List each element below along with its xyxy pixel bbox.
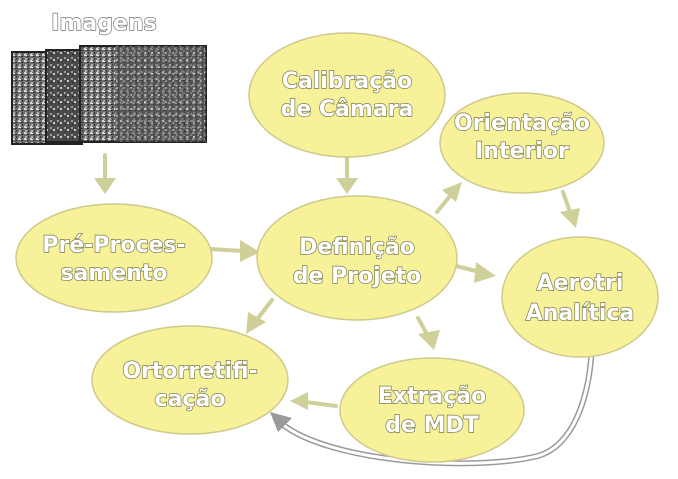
node-preprocessing-line1: Pré-Proces- <box>42 233 185 258</box>
images-stack <box>11 45 207 145</box>
arrow-extraction-to-orthorectification <box>290 392 338 410</box>
node-preprocessing-line2: samento <box>60 261 167 286</box>
node-aerotri-line1: Aerotri <box>537 271 624 296</box>
arrow-preprocess-to-definition <box>208 240 260 262</box>
node-calibration-line2: de Câmara <box>281 97 414 122</box>
arrow-images-to-preprocess <box>94 153 116 194</box>
arrow-definition-to-extraction <box>416 316 440 350</box>
arrow-definition-to-aerotri <box>454 262 496 283</box>
node-definition-line1: Definição <box>299 235 415 260</box>
node-orthorectification-line2: cação <box>155 387 226 412</box>
node-orthorectification-line1: Ortorretifi- <box>122 359 257 384</box>
arrow-calibration-to-definition <box>336 154 358 194</box>
node-orthorectification: Ortorretifi- cação <box>91 325 289 435</box>
node-aerotri-line2: Analítica <box>526 301 635 326</box>
node-calibration: Calibração de Câmara <box>248 32 446 158</box>
arrow-definition-to-orthorectification <box>246 298 274 334</box>
node-extraction-line1: Extração <box>378 384 486 409</box>
node-extraction-line2: de MDT <box>385 413 479 438</box>
node-preprocessing: Pré-Proces- samento <box>15 203 213 313</box>
node-definition: Definição de Projeto <box>256 195 458 321</box>
node-orientation-line1: Orientação <box>454 111 590 136</box>
node-orientation-line2: Interior <box>475 139 569 164</box>
images-title: Imagens <box>51 11 156 36</box>
node-aerotri: Aerotri Analítica <box>501 236 659 358</box>
arrow-definition-to-orientation <box>435 182 462 214</box>
arrow-orientation-to-aerotri <box>560 190 580 228</box>
node-extraction: Extração de MDT <box>339 357 525 463</box>
node-definition-line2: de Projeto <box>293 264 422 289</box>
node-orientation: Orientação Interior <box>439 92 605 194</box>
node-calibration-line1: Calibração <box>282 69 413 94</box>
